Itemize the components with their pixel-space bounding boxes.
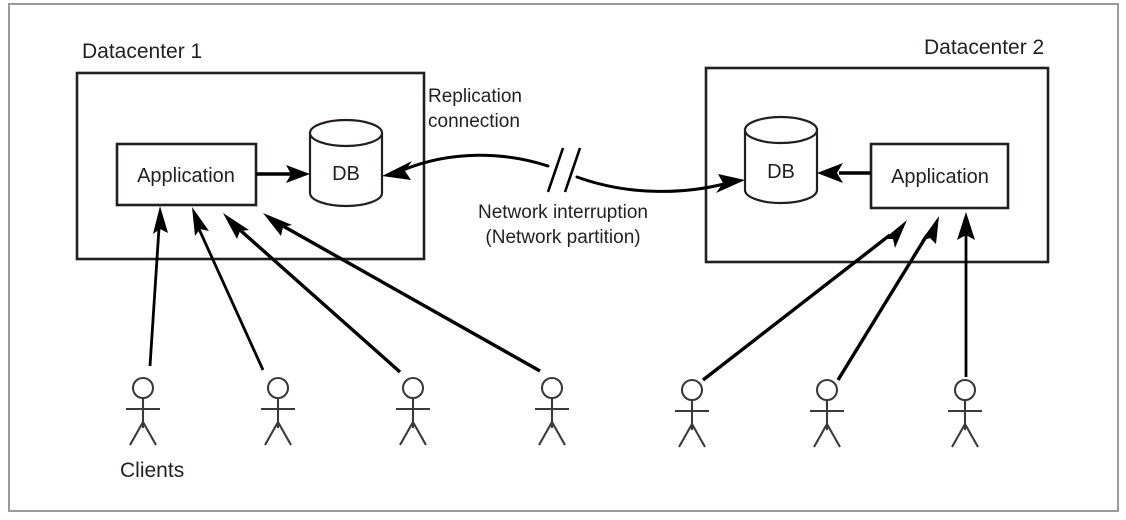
datacenter-1-label: Datacenter 1 (82, 40, 202, 63)
replication-label-line2: connection (428, 111, 520, 132)
database-left-top (308, 118, 384, 148)
database-right[interactable]: DB (743, 115, 819, 205)
application-right-label: Application (891, 166, 989, 188)
client-figure-4[interactable] (535, 376, 569, 446)
application-box-left[interactable] (115, 142, 258, 207)
database-left-body (308, 131, 384, 208)
interruption-label-line1: Network interruption (478, 202, 648, 223)
client-figure-7[interactable] (948, 378, 982, 448)
interruption-label-line2: (Network partition) (485, 227, 640, 248)
database-left-label: DB (332, 163, 360, 185)
client-figure-1[interactable] (126, 376, 160, 446)
replication-connection (382, 147, 745, 193)
client-figure-2[interactable] (261, 376, 295, 446)
application-left-label: Application (137, 165, 235, 187)
database-right-body (743, 128, 819, 205)
database-right-top (743, 115, 819, 145)
application-box-right[interactable] (869, 142, 1010, 210)
replication-label-line1: Replication (428, 86, 522, 107)
client-figure-5[interactable] (675, 378, 709, 448)
client-arrows-left (148, 206, 541, 374)
figure-frame (8, 3, 1119, 512)
client-figure-3[interactable] (396, 376, 430, 446)
double-slash-break-icon-2 (563, 147, 582, 193)
client-figure-6[interactable] (810, 378, 844, 448)
database-right-label: DB (767, 161, 795, 183)
arrow-app-to-db-left (256, 165, 310, 183)
client-arrows-right (701, 212, 975, 382)
double-slash-break-icon-1 (546, 147, 565, 193)
database-left[interactable]: DB (308, 118, 384, 208)
arrow-app-to-db-right (817, 163, 871, 183)
clients-label: Clients (120, 459, 184, 482)
datacenter-2-label: Datacenter 2 (924, 36, 1044, 59)
